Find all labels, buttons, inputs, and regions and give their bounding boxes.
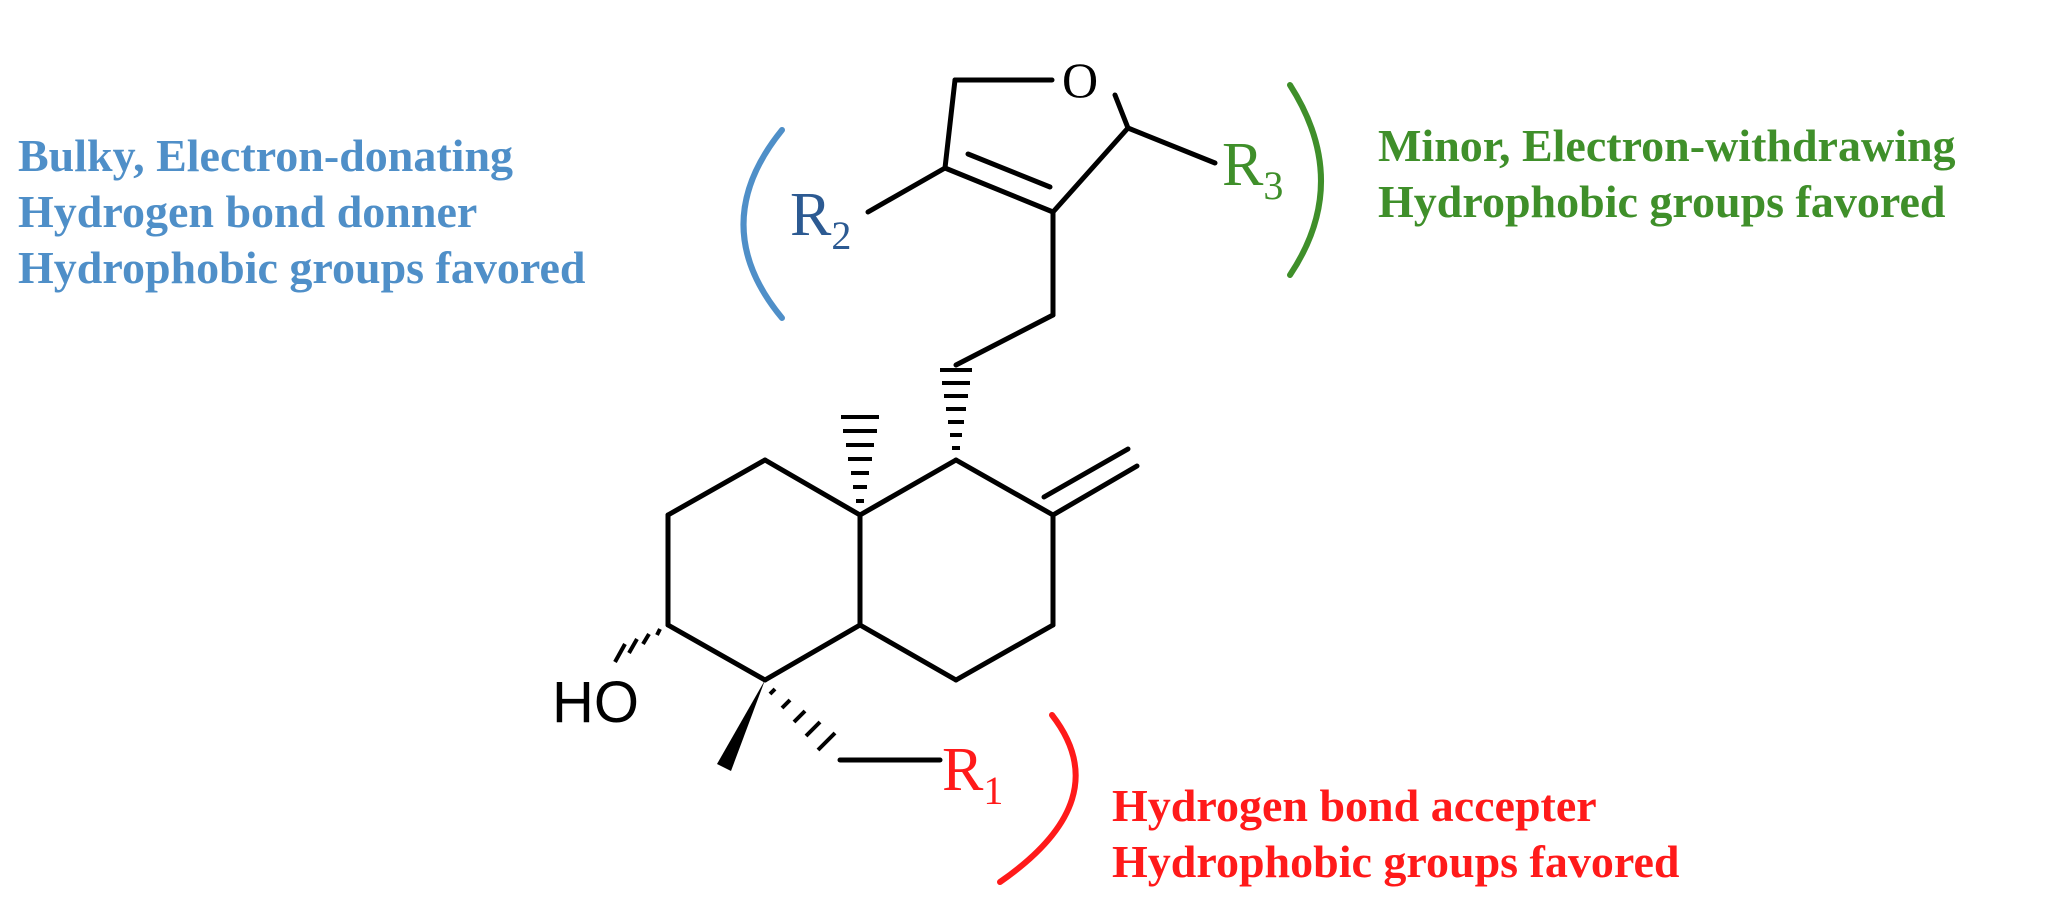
r2-annotation-line: Hydrogen bond donner	[18, 186, 478, 237]
r3-annotation: Minor, Electron-withdrawing Hydrophobic …	[1378, 118, 1956, 230]
r2-bracket	[740, 127, 785, 321]
r3-subscript: 3	[1263, 163, 1283, 208]
r2-letter: R	[790, 181, 832, 249]
oxygen-atom-label: O	[1062, 52, 1098, 108]
bond-c10-c9	[857, 457, 959, 518]
hydroxyl-label: HO	[552, 670, 639, 735]
r3-group-label: R3	[1222, 131, 1283, 208]
bond-skeleton	[665, 77, 1218, 763]
r3-letter: R	[1222, 131, 1264, 199]
r1-subscript: 1	[983, 768, 1003, 813]
hash-hydroxyl-c3	[613, 628, 662, 663]
bond-exo-1	[1050, 463, 1140, 518]
r1-annotation-line: Hydrophobic groups favored	[1112, 836, 1680, 887]
bond-c9-c8	[953, 457, 1056, 518]
r3-annotation-line: Minor, Electron-withdrawing	[1378, 120, 1956, 171]
hash-ch2-c4	[768, 687, 837, 752]
r2-group-label: R2	[790, 181, 851, 258]
bond-c4-r2	[865, 165, 948, 215]
bond-c4-ch2	[942, 77, 958, 171]
hashed-bonds	[613, 368, 972, 752]
r3-annotation-line: Hydrophobic groups favored	[1378, 176, 1946, 227]
r2-subscript: 2	[831, 213, 851, 258]
r2-annotation-line: Bulky, Electron-donating	[18, 130, 514, 181]
bond-c10-c1	[762, 457, 863, 518]
bond-c3a-c4a	[665, 622, 768, 683]
r1-annotation: Hydrogen bond accepter Hydrophobic group…	[1112, 778, 1679, 890]
hash-methyl-c10	[841, 415, 879, 503]
bond-c6-c5	[857, 622, 959, 683]
bond-exo-2	[1041, 446, 1131, 500]
bond-c4a-c5	[762, 622, 863, 683]
bond-c3-c4	[942, 165, 1056, 215]
r1-group-label: R1	[942, 736, 1003, 813]
hash-chain-c9	[940, 368, 972, 450]
r2-annotation: Bulky, Electron-donating Hydrogen bond d…	[18, 128, 585, 296]
r3-bracket	[1287, 82, 1324, 278]
r1-letter: R	[942, 736, 984, 804]
wedge-bond-methyl-c4	[717, 680, 765, 771]
bond-o-c2	[1112, 92, 1131, 131]
bond-c7-c6	[953, 622, 1056, 683]
bond-c2-c3	[1050, 125, 1131, 215]
r2-annotation-line: Hydrophobic groups favored	[18, 242, 586, 293]
r1-annotation-line: Hydrogen bond accepter	[1112, 780, 1597, 831]
bond-c1-c2a	[665, 457, 768, 518]
bond-c3-c4-inner	[965, 151, 1053, 190]
r1-bracket	[997, 712, 1079, 885]
bond-c2-r3	[1125, 125, 1218, 166]
bond-chain	[953, 312, 1056, 368]
